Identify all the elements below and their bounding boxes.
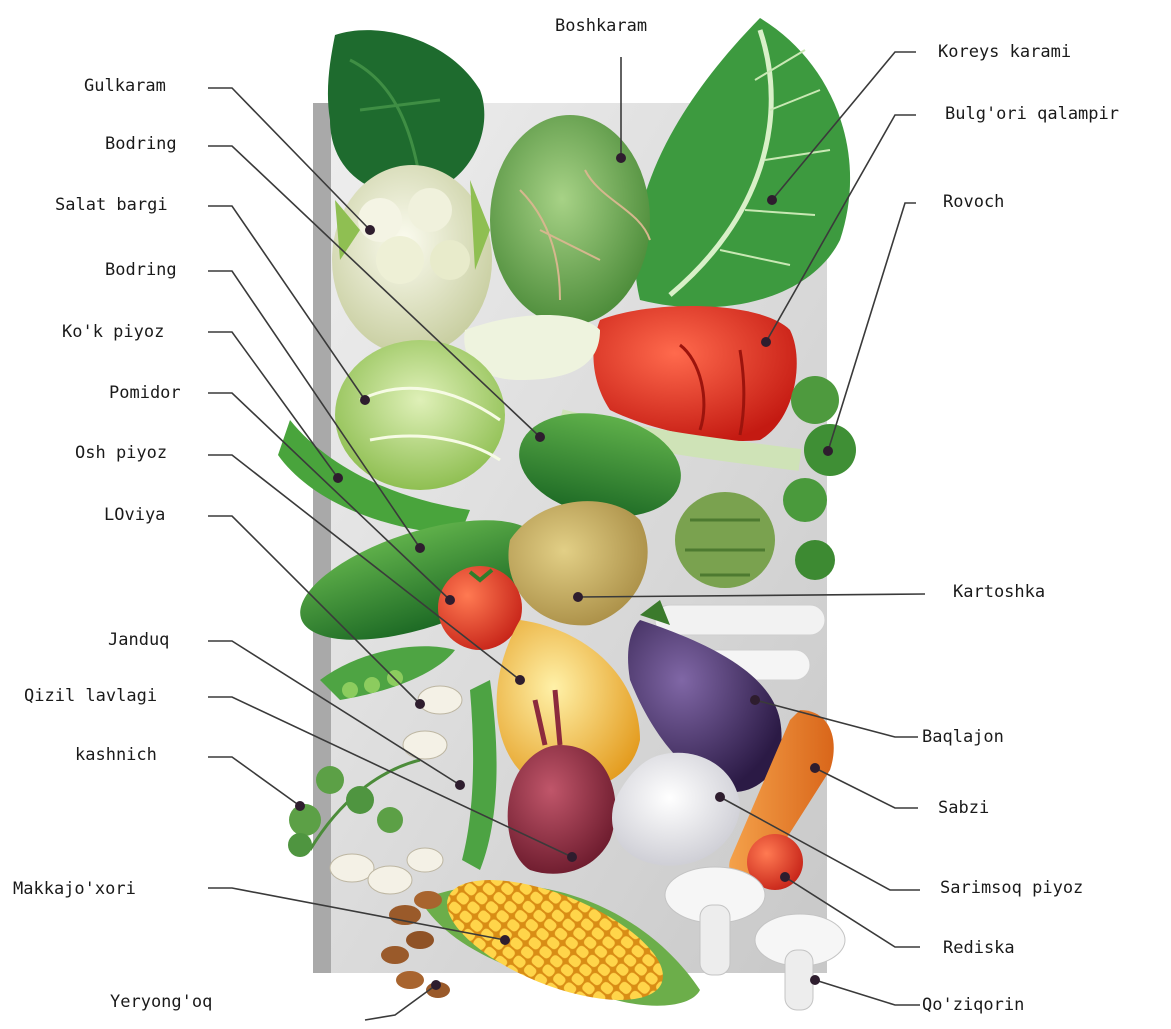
label-bodring-1: Bodring [105,134,177,154]
label-qoziqorin: Qo'ziqorin [922,995,1024,1015]
label-gulkaram: Gulkaram [84,76,166,96]
white-radish-illustration [655,605,825,635]
label-boshkaram: Boshkaram [555,16,647,36]
label-baqlajon: Baqlajon [922,727,1004,747]
label-loviya: LOviya [104,505,165,525]
label-osh-piyoz: Osh piyoz [75,443,167,463]
label-rediska: Rediska [943,938,1015,958]
koreys-karami-illustration [635,18,850,308]
label-pomidor: Pomidor [109,383,181,403]
label-rovoch: Rovoch [943,192,1004,212]
salat-bargi-illustration [335,340,505,490]
label-qizil-lavlagi: Qizil lavlagi [24,686,157,706]
label-sarimsoq-piyoz: Sarimsoq piyoz [940,878,1083,898]
boshkaram-illustration [490,115,650,325]
label-janduq: Janduq [108,630,169,650]
label-makkajoxori: Makkajo'xori [13,879,136,899]
label-kartoshka: Kartoshka [953,582,1045,602]
label-salat-bargi: Salat bargi [55,195,168,215]
label-sabzi: Sabzi [938,798,989,818]
label-kashnich: kashnich [75,745,157,765]
label-koreys-karami: Koreys karami [938,42,1071,62]
label-kok-piyoz: Ko'k piyoz [62,322,164,342]
label-yeryongoq: Yeryong'oq [110,992,212,1012]
label-bulgori-qalampir: Bulg'ori qalampir [945,104,1119,124]
label-bodring-2: Bodring [105,260,177,280]
